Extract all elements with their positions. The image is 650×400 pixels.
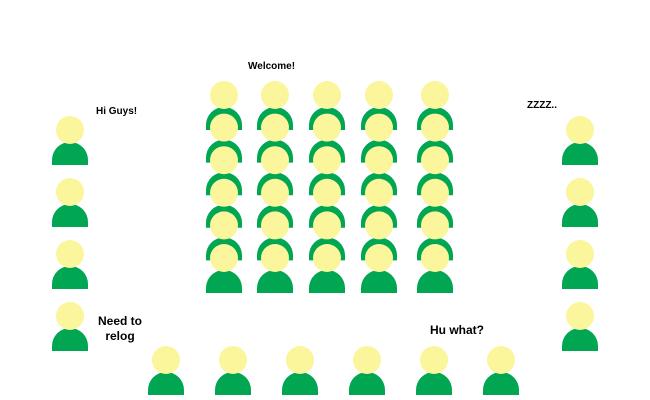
right-person [562, 240, 598, 289]
person-head [210, 113, 238, 142]
bottom-person [148, 346, 184, 395]
caption-need-to-relog: Need to relog [97, 314, 142, 343]
person-head [219, 346, 247, 374]
person-head [313, 146, 341, 175]
person-body [417, 270, 453, 293]
person-head [365, 178, 393, 207]
person-head [566, 116, 594, 144]
person-body [206, 270, 242, 293]
person-head [487, 346, 515, 374]
person-head [421, 81, 449, 109]
person-head [210, 81, 238, 109]
person-head [261, 244, 289, 272]
person-head [56, 302, 84, 330]
center-person [417, 244, 453, 293]
person-head [286, 346, 314, 374]
person-body [215, 372, 251, 395]
person-head [56, 116, 84, 144]
center-person [309, 244, 345, 293]
person-head [566, 240, 594, 268]
person-body [562, 328, 598, 351]
person-body [52, 328, 88, 351]
person-head [261, 81, 289, 109]
person-head [56, 178, 84, 206]
caption-zzzz: ZZZZ.. [527, 100, 557, 111]
person-head [56, 240, 84, 268]
left-person [52, 240, 88, 289]
person-body [309, 270, 345, 293]
person-body [282, 372, 318, 395]
bottom-person [282, 346, 318, 395]
person-body [562, 266, 598, 289]
person-head [210, 178, 238, 207]
person-head [313, 113, 341, 142]
bottom-person [416, 346, 452, 395]
person-head [261, 211, 289, 240]
person-body [349, 372, 385, 395]
person-head [313, 81, 341, 109]
person-head [313, 244, 341, 272]
center-person [361, 244, 397, 293]
caption-hu-what: Hu what? [430, 323, 484, 337]
person-head [261, 146, 289, 175]
person-head [566, 178, 594, 206]
right-person [562, 302, 598, 351]
person-head [353, 346, 381, 374]
center-person [257, 244, 293, 293]
person-head [313, 178, 341, 207]
person-head [210, 211, 238, 240]
person-body [416, 372, 452, 395]
person-head [420, 346, 448, 374]
person-head [313, 211, 341, 240]
left-person [52, 178, 88, 227]
person-body [361, 270, 397, 293]
person-body [52, 266, 88, 289]
person-head [261, 178, 289, 207]
person-head [365, 146, 393, 175]
person-head [365, 81, 393, 109]
center-person [206, 244, 242, 293]
person-body [483, 372, 519, 395]
person-head [566, 302, 594, 330]
caption-hi-guys: Hi Guys! [96, 106, 138, 117]
bottom-person [215, 346, 251, 395]
person-head [421, 211, 449, 240]
person-head [421, 113, 449, 142]
person-body [148, 372, 184, 395]
person-head [152, 346, 180, 374]
person-head [210, 244, 238, 272]
person-head [421, 244, 449, 272]
bottom-person [483, 346, 519, 395]
person-body [257, 270, 293, 293]
person-head [421, 146, 449, 175]
person-head [365, 113, 393, 142]
person-body [562, 142, 598, 165]
left-person [52, 302, 88, 351]
left-person [52, 116, 88, 165]
caption-welcome: Welcome! [248, 61, 296, 72]
person-head [210, 146, 238, 175]
person-body [562, 204, 598, 227]
person-head [365, 244, 393, 272]
right-person [562, 178, 598, 227]
person-body [52, 142, 88, 165]
person-head [365, 211, 393, 240]
person-body [52, 204, 88, 227]
person-head [421, 178, 449, 207]
bottom-person [349, 346, 385, 395]
right-person [562, 116, 598, 165]
person-head [261, 113, 289, 142]
